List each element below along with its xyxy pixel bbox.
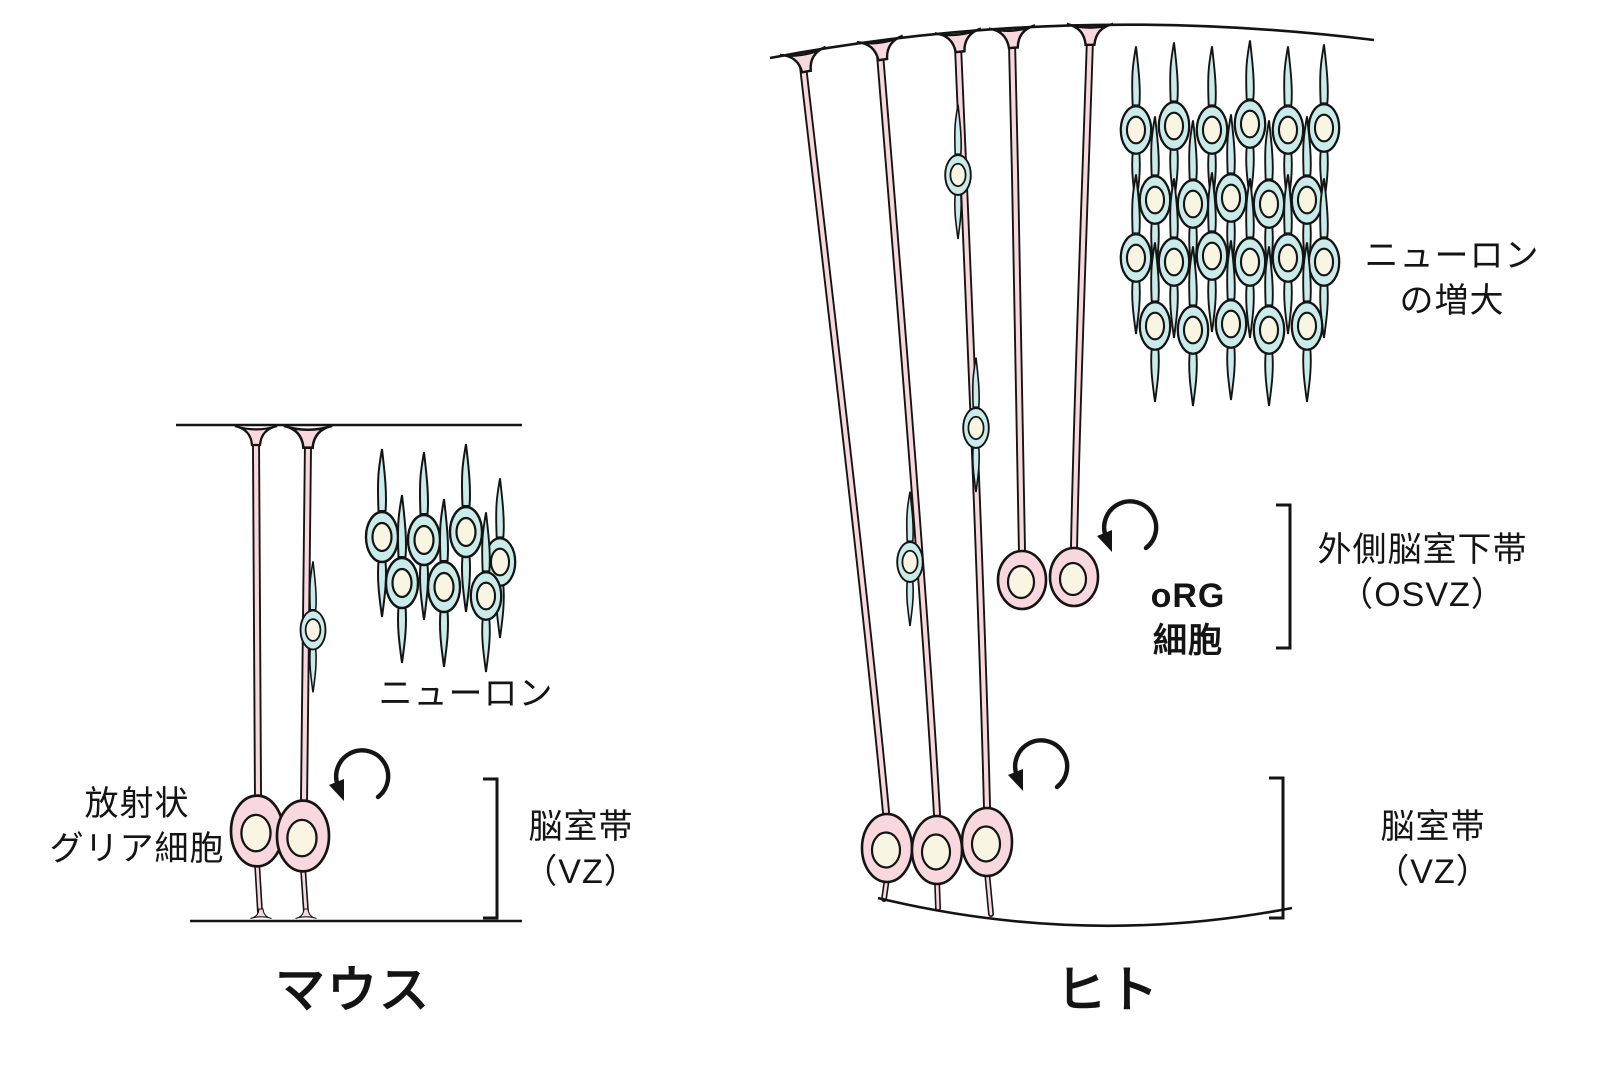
human-neuron-cluster (1119, 39, 1341, 408)
human-vz-label-line2: （VZ） (1375, 852, 1491, 891)
human-fiber-1-fill (800, 63, 889, 815)
human-neuron-expansion-line1: ニューロン (1364, 237, 1540, 275)
mouse-title-text: マウス (275, 962, 431, 1018)
mouse-panel (176, 423, 522, 923)
mouse-basal-endfoot-2 (294, 908, 318, 920)
human-osvz-label: 外側脳室下帯 （OSVZ） (1295, 528, 1550, 618)
human-vz-bracket (1269, 776, 1285, 920)
mouse-vz-label-line2: （VZ） (523, 852, 639, 891)
neuron (1233, 39, 1267, 202)
human-osvz-bracket (1276, 503, 1292, 650)
mouse-neuron-label: ニューロン (346, 672, 586, 717)
human-vz-self-renewal-arrow (1008, 740, 1067, 791)
mouse-basal-1-fill (255, 860, 262, 914)
human-title-text: ヒト (1056, 962, 1160, 1018)
human-osvz-label-line2: （OSVZ） (1339, 575, 1506, 614)
human-ventricular-surface-curve (877, 896, 1293, 928)
mouse-radial-glia-label-line1: 放射状 (84, 785, 190, 823)
mouse-endfoot-2 (282, 424, 334, 449)
mouse-vz-label: 脳室帯 （VZ） (481, 805, 681, 895)
human-pial-surface-curve (769, 23, 1375, 60)
mouse-neuron-cluster (364, 442, 517, 674)
mouse-title: マウス (233, 957, 473, 1023)
human-fiber-4-fill (1009, 39, 1025, 555)
human-radial-glia-body-2 (910, 814, 964, 886)
human-radial-glia-body-3 (960, 806, 1014, 878)
human-fiber-5-fill (1071, 36, 1093, 553)
human-radial-glia-body-1 (860, 812, 914, 884)
neuron (1157, 41, 1191, 204)
mouse-vz-bracket (483, 777, 499, 920)
human-panel (769, 22, 1375, 928)
mouse-radial-glia-label-line2: グリア細胞 (49, 829, 225, 868)
human-endfoot-5 (1065, 22, 1115, 47)
human-basal-3-fill (985, 870, 993, 916)
human-radial-glia-fibers (799, 35, 1094, 917)
human-neuron-expansion-label: ニューロン の増大 (1332, 234, 1572, 324)
org-cell-nucleus-1 (1006, 564, 1036, 600)
human-vz-label: 脳室帯 （VZ） (1333, 805, 1533, 895)
mouse-self-renewal-arrow (329, 750, 388, 801)
mouse-radial-glia-label: 放射状 グリア細胞 (17, 782, 257, 872)
human-org-label-line1: oRG (1150, 577, 1226, 615)
mouse-vz-label-line1: 脳室帯 (528, 808, 634, 846)
human-neuron-expansion-line2: の増大 (1399, 281, 1505, 320)
human-org-label: oRG 細胞 (1118, 574, 1258, 664)
mouse-neuron-label-text: ニューロン (378, 675, 554, 713)
org-cell-nucleus-2 (1058, 561, 1088, 597)
mouse-fiber-1-fill (253, 439, 261, 801)
human-title: ヒト (1008, 957, 1208, 1023)
mouse-radial-glia-body-2 (275, 799, 331, 873)
human-vz-label-line1: 脳室帯 (1380, 808, 1486, 846)
human-org-self-renewal-arrow (1097, 501, 1156, 552)
mouse-endfoot-1 (233, 424, 279, 447)
human-migrating-neuron-2 (962, 356, 990, 493)
human-fiber-2-fill (877, 51, 940, 817)
human-org-cells (996, 546, 1100, 611)
human-org-label-line2: 細胞 (1153, 621, 1223, 660)
mouse-basal-endfoot-1 (249, 908, 273, 920)
human-osvz-label-line1: 外側脳室下帯 (1317, 531, 1528, 569)
mouse-basal-2-fill (301, 866, 308, 914)
